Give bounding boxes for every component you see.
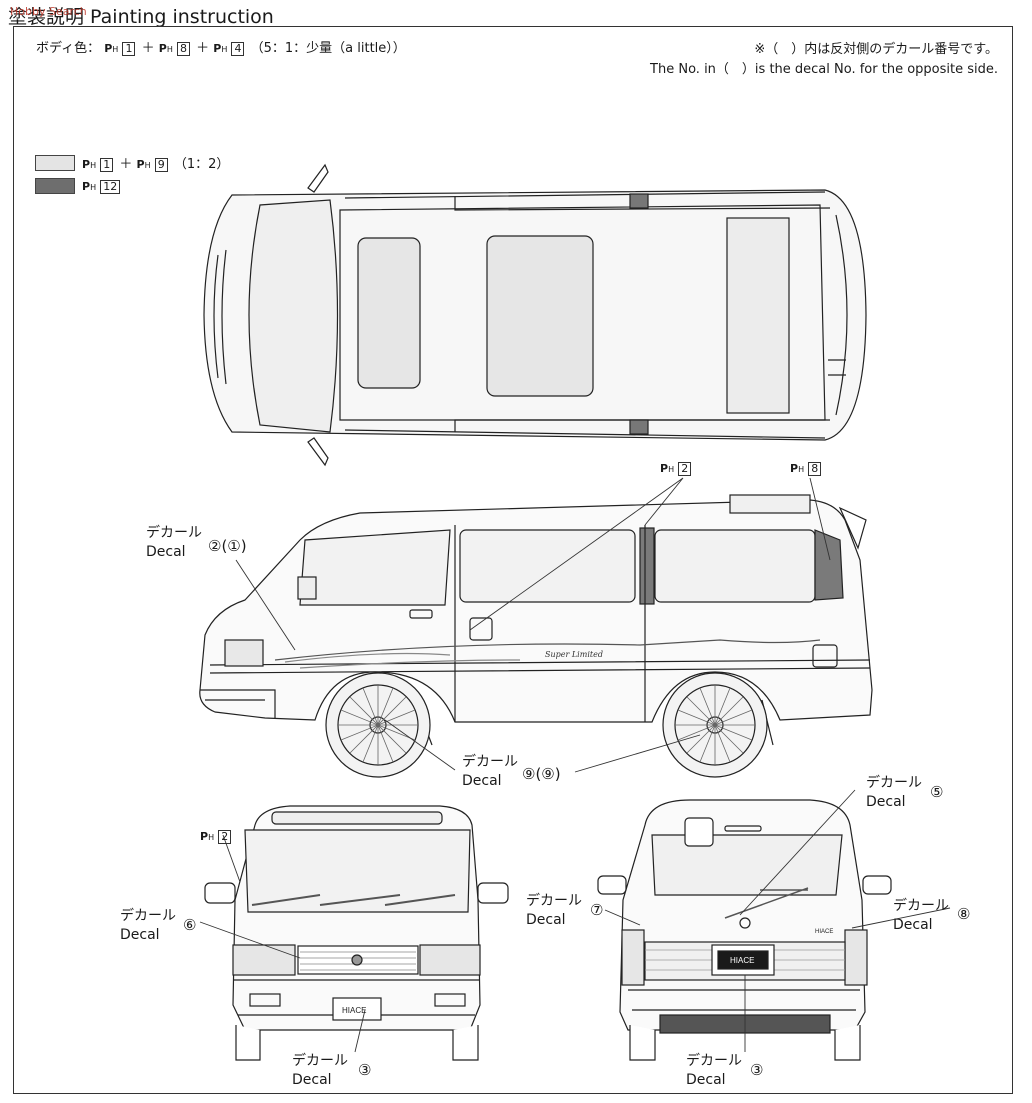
decal-jp: デカール [462, 754, 518, 770]
paint-code: 12 [100, 179, 121, 194]
decal-en: Decal [146, 544, 186, 560]
decal-jp: デカール [686, 1053, 742, 1069]
instruction-frame [13, 26, 1013, 1094]
front-plate-text: HIACE [342, 1006, 366, 1015]
mix-ratio: （5：1：少量（a little）） [250, 41, 406, 56]
note-jp: ※（ ）内は反対側のデカール番号です。 [754, 42, 998, 57]
rear-decal-bottom: デカール Decal [686, 1052, 742, 1090]
front-paint-callout: PH 2 [200, 829, 233, 844]
watermark-logo: Hobby Search [10, 5, 87, 18]
legend-paint: PH 1 ＋ PH 9 （1：2） [82, 153, 229, 172]
plus-sign: ＋ [141, 41, 155, 56]
rear-decal-top: デカール Decal [866, 774, 922, 812]
paint-code: 1 [122, 42, 136, 56]
decal-en: Decal [866, 794, 906, 810]
legend-swatch-light [35, 154, 75, 171]
top-view [203, 163, 867, 467]
rear-decal-right: デカール Decal [893, 897, 949, 935]
legend-item: PH 12 [35, 178, 122, 194]
side-decal-wheel-number: ⑨(⑨) [522, 765, 561, 783]
paint-prefix: PH [213, 42, 228, 55]
front-decal-side: デカール Decal [120, 907, 176, 945]
front-decal-side-number: ⑥ [183, 916, 197, 934]
paint-code: 9 [154, 158, 168, 172]
paint-code: 2 [678, 462, 692, 476]
legend-paint: PH 12 [82, 179, 122, 194]
body-color-label: ボディ色： [36, 41, 101, 56]
front-view [204, 805, 509, 1061]
rear-view [597, 799, 892, 1061]
leader-lines [199, 477, 951, 1053]
paint-code: 8 [176, 42, 190, 56]
rear-decal-right-number: ⑧ [957, 905, 971, 923]
decal-en: Decal [686, 1072, 726, 1088]
paint-code: 1 [100, 158, 114, 172]
decal-en: Decal [292, 1072, 332, 1088]
side-decal-wheel: デカール Decal [462, 753, 518, 791]
decal-jp: デカール [526, 893, 582, 909]
side-view [199, 494, 873, 778]
paint-prefix: PH [82, 179, 97, 193]
decal-en: Decal [120, 927, 160, 943]
rear-plate-text: HIACE [730, 956, 754, 965]
decal-jp: デカール [893, 898, 949, 914]
paint-code: 2 [218, 830, 232, 844]
rear-decal-top-number: ⑤ [930, 783, 944, 801]
side-paint-callout-left: PH 2 [660, 461, 693, 476]
rear-decal-bottom-number: ③ [750, 1061, 764, 1079]
decal-jp: デカール [120, 908, 176, 924]
plus-sign: ＋ [196, 41, 210, 56]
decal-en: Decal [526, 912, 566, 928]
legend-ratio: （1：2） [173, 157, 230, 172]
decal-jp: デカール [866, 775, 922, 791]
rear-decal-left-number: ⑦ [590, 901, 604, 919]
front-decal-bottom: デカール Decal [292, 1052, 348, 1090]
paint-prefix: PH [104, 42, 119, 55]
decal-jp: デカール [146, 525, 202, 541]
decal-en: Decal [462, 773, 502, 789]
front-decal-bottom-number: ③ [358, 1061, 372, 1079]
decal-en: Decal [893, 917, 933, 933]
decal-jp: デカール [292, 1053, 348, 1069]
paint-code: 8 [808, 462, 822, 476]
paint-prefix: PH [136, 158, 151, 171]
legend-item: PH 1 ＋ PH 9 （1：2） [35, 153, 229, 172]
plus-sign: ＋ [119, 157, 133, 172]
paint-prefix: PH [82, 158, 97, 171]
body-color-spec: ボディ色： PH 1 ＋ PH 8 ＋ PH 4 （5：1：少量（a littl… [36, 37, 406, 56]
rear-badge-text: HIACE [815, 929, 833, 935]
paint-prefix: PH [158, 42, 173, 55]
side-decal-left-number: ②(①) [208, 537, 247, 555]
legend-swatch-dark [35, 178, 75, 194]
side-paint-callout-right: PH 8 [790, 461, 823, 476]
note-en: The No. in（ ）is the decal No. for the op… [650, 62, 998, 77]
side-decal-left: デカール Decal [146, 524, 202, 562]
rear-decal-left: デカール Decal [526, 892, 582, 930]
side-script-logo: Super Limited [545, 650, 603, 659]
page-title: 塗装説明 Painting instruction [8, 6, 274, 28]
paint-code: 4 [231, 42, 245, 56]
